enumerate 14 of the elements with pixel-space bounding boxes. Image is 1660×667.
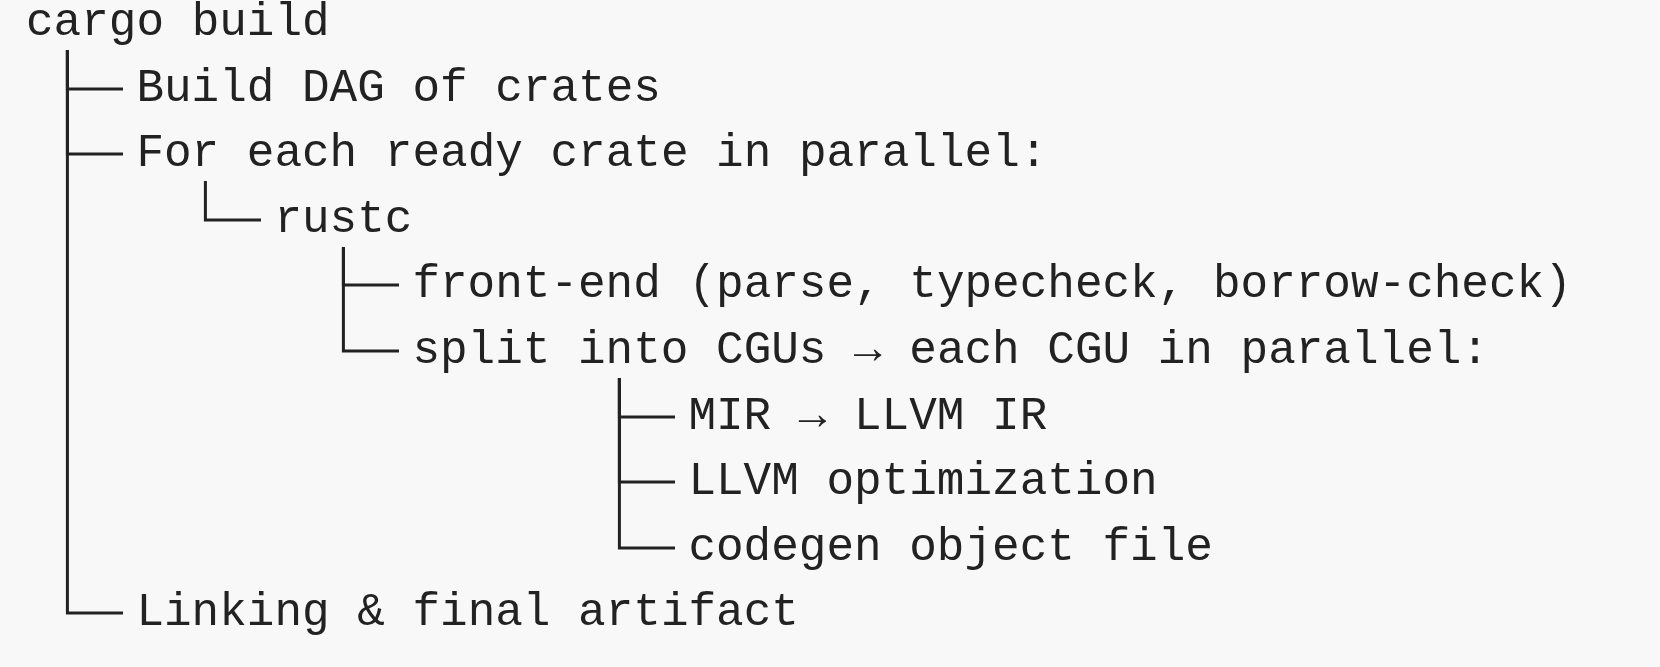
tree-item-text: rustc xyxy=(260,192,413,247)
tree-item-text: Build DAG of crates xyxy=(122,61,661,116)
tree-item-text: Linking & final artifact xyxy=(122,586,799,641)
tree-connector xyxy=(341,247,399,353)
tree-item-text: LLVM optimization xyxy=(674,455,1158,510)
tree-item-text: cargo build xyxy=(26,0,330,50)
tree-item-text: For each ready crate in parallel: xyxy=(122,127,1048,182)
tree-connector xyxy=(617,378,675,550)
tree-item-text: MIR → LLVM IR xyxy=(674,389,1048,444)
tree-connector xyxy=(65,50,123,615)
tree-item-text: front-end (parse, typecheck, borrow-check) xyxy=(398,258,1572,313)
tree-item-text: split into CGUs → each CGU in parallel: xyxy=(398,324,1489,378)
tree-connector xyxy=(203,181,261,222)
tree-item-text: codegen object file xyxy=(674,520,1213,575)
